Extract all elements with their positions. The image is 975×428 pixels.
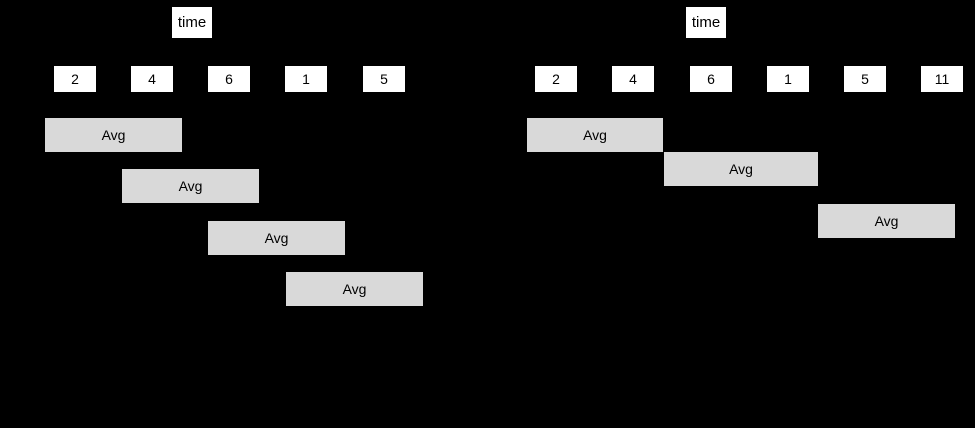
value-box: 11: [921, 66, 963, 92]
tumbling-window-panel: time 2 4 6 1 5 11 Avg Avg Avg: [487, 0, 975, 428]
value-box: 6: [690, 66, 732, 92]
value-box: 2: [535, 66, 577, 92]
value-box: 1: [285, 66, 327, 92]
avg-window: Avg: [286, 272, 423, 306]
value-box: 5: [363, 66, 405, 92]
sliding-window-panel: time 2 4 6 1 5 Avg Avg Avg Avg: [0, 0, 487, 428]
value-box: 6: [208, 66, 250, 92]
avg-window: Avg: [664, 152, 818, 186]
value-box: 4: [612, 66, 654, 92]
avg-window: Avg: [818, 204, 955, 238]
avg-window: Avg: [208, 221, 345, 255]
avg-window: Avg: [45, 118, 182, 152]
time-axis-label: time: [172, 7, 212, 38]
time-axis-label: time: [686, 7, 726, 38]
value-box: 2: [54, 66, 96, 92]
value-box: 5: [844, 66, 886, 92]
value-box: 4: [131, 66, 173, 92]
value-box: 1: [767, 66, 809, 92]
avg-window: Avg: [527, 118, 663, 152]
avg-window: Avg: [122, 169, 259, 203]
